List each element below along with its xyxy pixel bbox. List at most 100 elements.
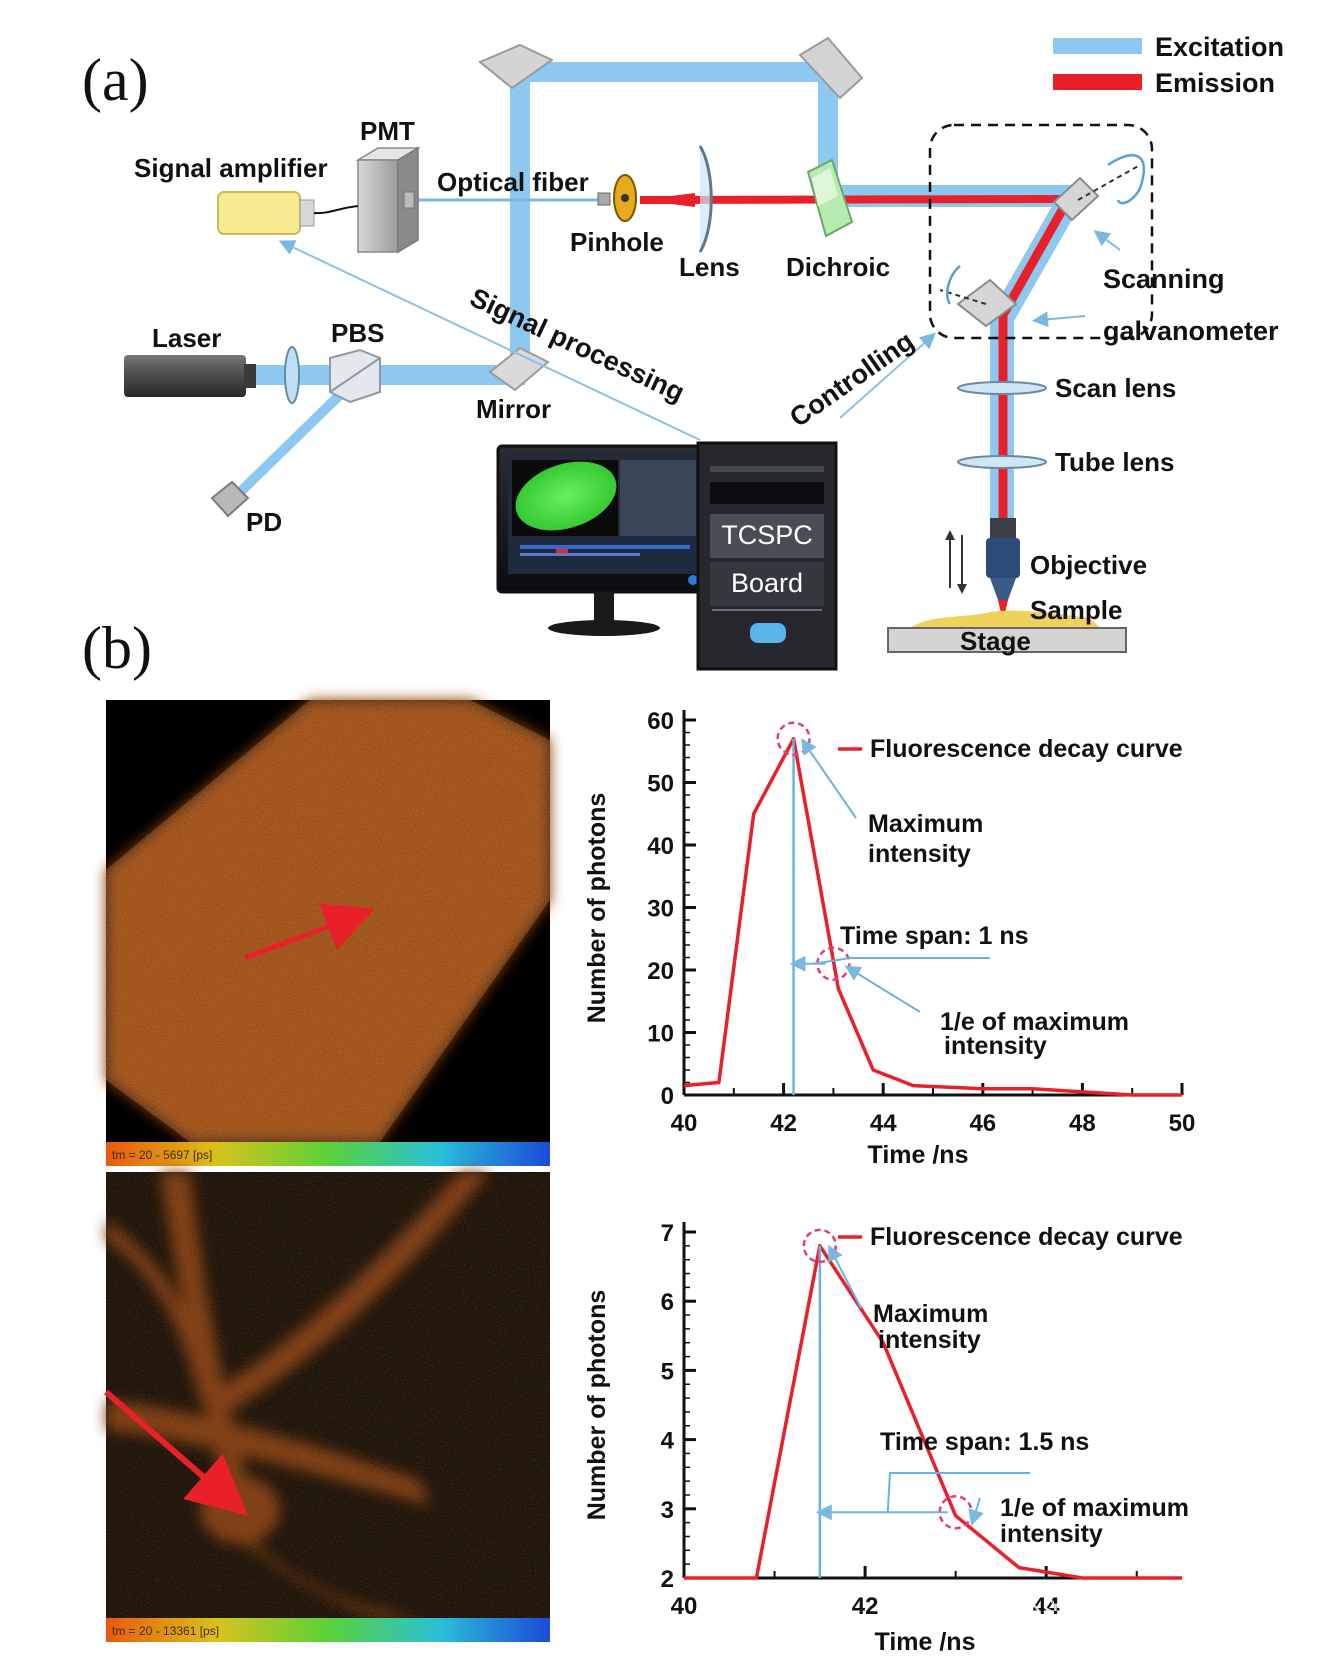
tcspc-label: TCSPC xyxy=(721,520,813,550)
sample-label: Sample xyxy=(1030,595,1123,625)
mirror-label: Mirror xyxy=(476,394,551,424)
signal-amplifier: Signal amplifier xyxy=(134,153,359,235)
controlling: Controlling xyxy=(784,326,936,433)
one-over-e-label-line1: 1/e of maximum xyxy=(940,1008,1129,1036)
y-tick-label: 30 xyxy=(647,896,674,923)
time-span-label: Time span: 1 ns xyxy=(840,922,1029,950)
legend-excitation-label: Excitation xyxy=(1155,32,1284,62)
maximum-label-line1: Maximum xyxy=(868,810,983,838)
flim-image-top: tm = 20 - 5697 [ps] xyxy=(106,700,550,1166)
bottom-image-arrow xyxy=(104,1389,249,1516)
controlling-label: Controlling xyxy=(784,326,919,433)
x-tick-label: 48 xyxy=(1069,1110,1096,1137)
maximum-pointer xyxy=(828,1244,862,1309)
tube-lens-label: Tube lens xyxy=(1055,447,1174,477)
y-axis-label: Number of photons xyxy=(583,1290,611,1521)
scanning-galvanometer: Scanning galvanometer xyxy=(928,123,1279,346)
time-span-label: Time span: 1.5 ns xyxy=(880,1428,1089,1456)
one-over-e-pointer xyxy=(968,1497,984,1526)
y-tick-label: 60 xyxy=(647,708,674,735)
y-tick-label: 4 xyxy=(661,1428,675,1455)
panel-label-a: (a) xyxy=(82,47,149,113)
pmt-label: PMT xyxy=(360,116,415,146)
lens-label: Lens xyxy=(679,252,740,282)
one-over-e-pointer xyxy=(844,965,921,1013)
signal-amplifier-label: Signal amplifier xyxy=(134,153,328,183)
laser-lens xyxy=(284,346,300,404)
mirror: Mirror xyxy=(476,346,551,424)
x-tick-label: 40 xyxy=(671,1593,698,1620)
one-over-e-label-line1: 1/e of maximum xyxy=(1000,1494,1189,1522)
one-over-e-label-line2: intensity xyxy=(1000,1520,1103,1548)
pinhole: Pinhole xyxy=(570,174,664,257)
one-over-e-label-line2: intensity xyxy=(944,1032,1047,1060)
pd: PD xyxy=(210,480,282,537)
legend-emission-label: Emission xyxy=(1155,68,1275,98)
tube-lens: Tube lens xyxy=(957,447,1174,477)
pinhole-label: Pinhole xyxy=(570,227,664,257)
optical-fiber-label: Optical fiber xyxy=(437,167,589,197)
y-tick-label: 50 xyxy=(647,771,674,798)
legend-label: Fluorescence decay curve xyxy=(870,1223,1183,1251)
stage-label: Stage xyxy=(960,626,1031,656)
maximum-pointer xyxy=(801,738,857,819)
one-over-e-marker xyxy=(816,946,851,981)
top-right-mirror xyxy=(798,36,864,100)
pbs: PBS xyxy=(329,318,384,404)
x-tick-label: 42 xyxy=(852,1593,879,1620)
time-span-pointer xyxy=(886,1472,1030,1513)
board-label: Board xyxy=(731,568,803,598)
scanning-label: Scanning xyxy=(1103,264,1225,294)
pd-label: PD xyxy=(246,507,282,537)
y-tick-label: 2 xyxy=(661,1566,674,1593)
y-tick-label: 20 xyxy=(647,958,674,985)
x-tick-label: 42 xyxy=(770,1110,797,1137)
scan-lens-label: Scan lens xyxy=(1055,373,1176,403)
legend-label: Fluorescence decay curve xyxy=(870,735,1183,763)
x-tick-label: 40 xyxy=(671,1110,698,1137)
top-colorbar-label: tm = 20 - 5697 [ps] xyxy=(112,1148,212,1162)
y-axis-label: Number of photons xyxy=(583,793,611,1024)
x-axis-label: Time /ns xyxy=(868,1141,969,1169)
dichroic-label: Dichroic xyxy=(786,252,890,282)
watermark: 知乎 @沈阳莫德医药 xyxy=(930,1595,1247,1635)
maximum-label-line1: Maximum xyxy=(873,1300,988,1328)
bottom-colorbar-label: tm = 20 - 13361 [ps] xyxy=(112,1624,219,1638)
x-axis-label: Time /ns xyxy=(875,1628,976,1656)
panel-label-b: (b) xyxy=(82,615,152,681)
objective: Objective xyxy=(945,518,1147,622)
flim-image-bottom: tm = 20 - 13361 [ps] xyxy=(104,1172,550,1642)
y-tick-label: 5 xyxy=(661,1358,674,1385)
scan-lens: Scan lens xyxy=(957,373,1176,403)
y-tick-label: 0 xyxy=(661,1083,674,1110)
y-tick-label: 10 xyxy=(647,1021,674,1048)
pbs-label: PBS xyxy=(331,318,384,348)
x-tick-label: 50 xyxy=(1169,1110,1196,1137)
lens: Lens xyxy=(679,145,740,282)
dichroic: Dichroic xyxy=(786,158,890,282)
x-tick-label: 46 xyxy=(969,1110,996,1137)
objective-label: Objective xyxy=(1030,550,1147,580)
time-span-pointer xyxy=(813,957,990,965)
x-tick-label: 44 xyxy=(1033,1593,1060,1620)
y-tick-label: 7 xyxy=(661,1220,674,1247)
stage: Sample Stage xyxy=(887,595,1127,656)
y-tick-label: 3 xyxy=(661,1497,674,1524)
maximum-label-line2: intensity xyxy=(868,840,971,868)
legend: Excitation Emission xyxy=(1053,32,1284,98)
x-tick-label: 44 xyxy=(870,1110,897,1137)
decay-curve xyxy=(683,737,1182,1097)
computer: TCSPC Board xyxy=(496,441,838,671)
y-tick-label: 40 xyxy=(647,833,674,860)
maximum-label-line2: intensity xyxy=(878,1326,981,1354)
y-tick-label: 6 xyxy=(661,1289,674,1316)
top-image-arrow xyxy=(244,903,375,961)
laser-label: Laser xyxy=(152,323,221,353)
laser: Laser xyxy=(124,323,256,397)
pmt: PMT xyxy=(355,116,421,254)
decay-curve xyxy=(684,1244,1182,1580)
galvanometer-label: galvanometer xyxy=(1103,316,1279,346)
